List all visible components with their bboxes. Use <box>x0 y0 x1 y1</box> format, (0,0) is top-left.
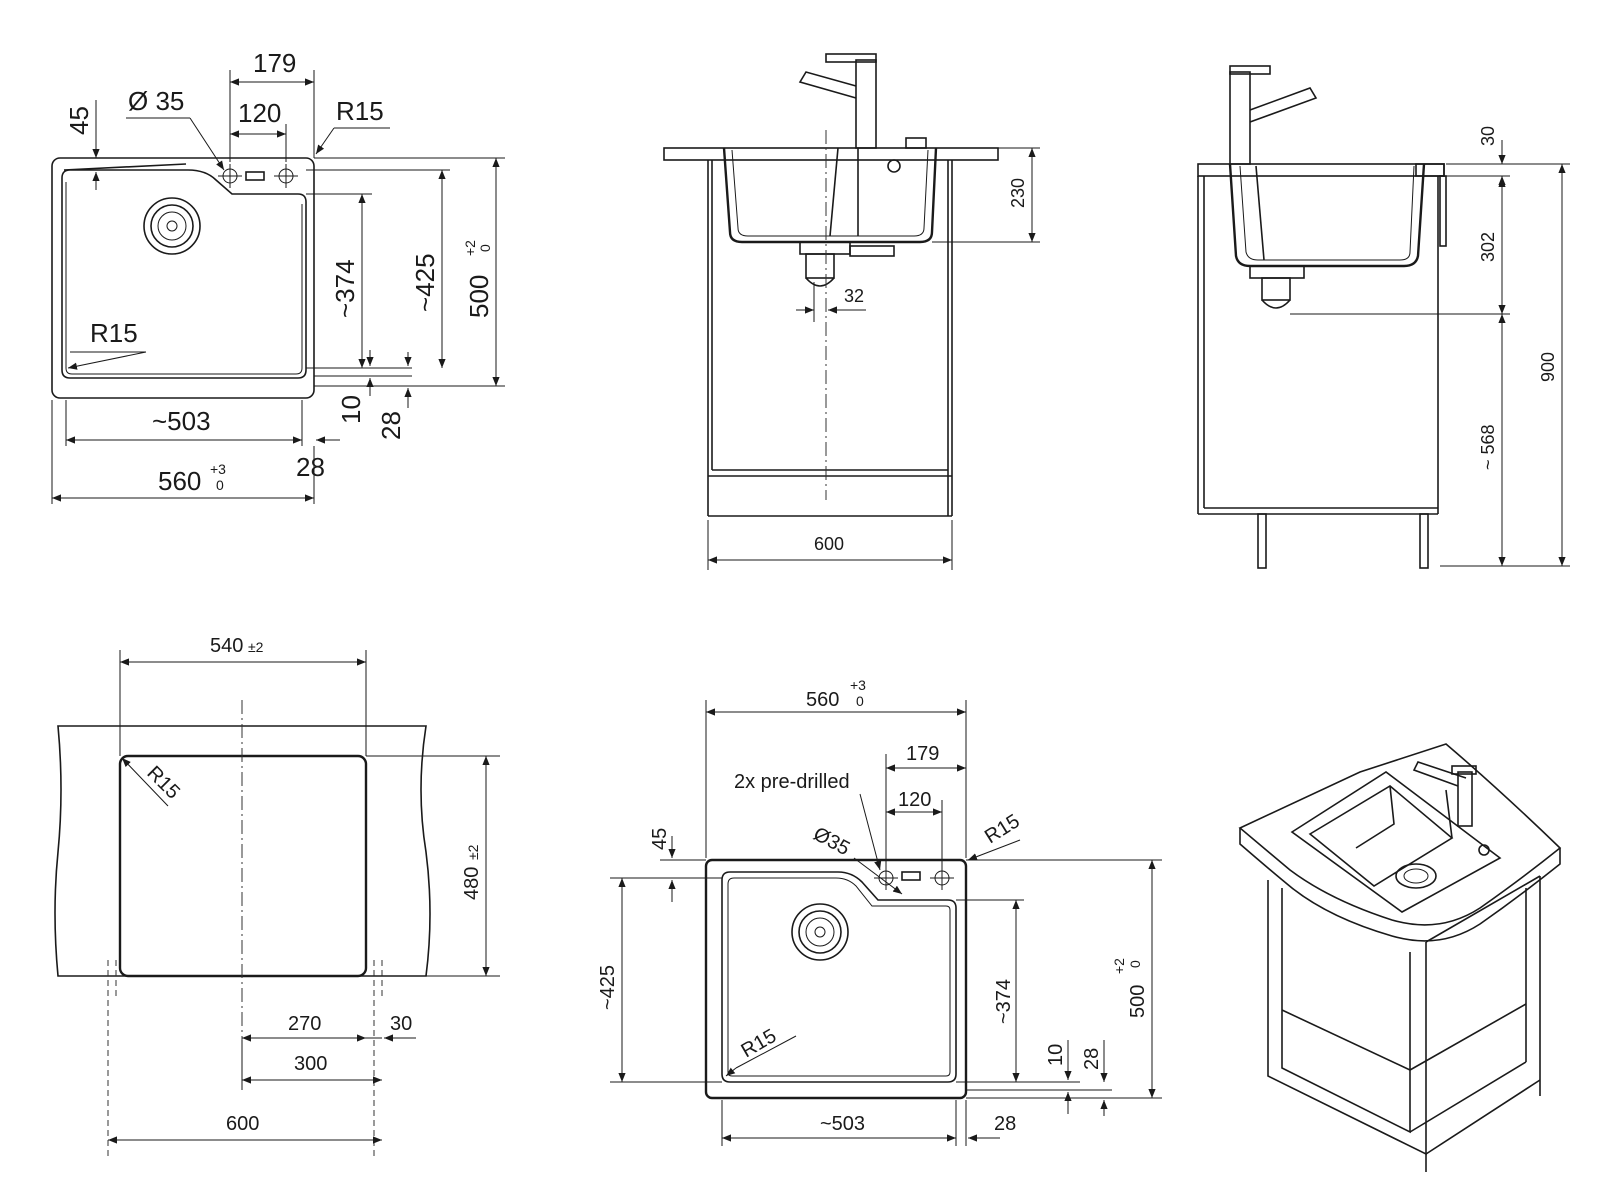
dim-560-tol-plus: +3 <box>210 461 226 477</box>
dim-374: ~374 <box>330 259 360 318</box>
dim-r15-corner: R15 <box>981 810 1024 848</box>
dim-480-tol: ±2 <box>465 844 481 860</box>
dim-28-bottom: 28 <box>994 1113 1016 1135</box>
dim-r15-bowl: R15 <box>738 1025 781 1062</box>
dim-120: 120 <box>238 98 281 128</box>
sink-rim <box>1290 771 1502 913</box>
faucet <box>1229 65 1318 165</box>
dim-900: 900 <box>1538 352 1558 382</box>
dim-45: 45 <box>64 106 94 135</box>
dim-270: 270 <box>288 1013 321 1035</box>
top-view-detail: 560 +3 0 179 120 2x pre-drilled Ø35 R15 … <box>597 677 1162 1146</box>
dim-425: ~425 <box>410 253 440 312</box>
countertop <box>663 147 999 161</box>
cabinet-body <box>1267 880 1427 1156</box>
countertop <box>1197 163 1445 177</box>
countertop-top <box>1238 743 1562 926</box>
dim-500-tol-plus: +2 <box>462 240 478 256</box>
dim-r15-bowl: R15 <box>90 318 138 348</box>
dim-r15-corner: R15 <box>336 96 384 126</box>
tap-hole-right <box>930 866 954 890</box>
tap-hole-left <box>218 164 242 188</box>
isometric-view <box>1238 743 1562 1172</box>
tap-hole-left <box>874 866 898 890</box>
dim-120: 120 <box>898 789 931 811</box>
dim-28-side: 28 <box>376 411 406 440</box>
tap-hole-right <box>274 164 298 188</box>
dim-500: 500 <box>1127 985 1149 1018</box>
faucet <box>798 53 877 149</box>
dim-500-tol-minus: 0 <box>477 244 493 252</box>
waste-fitting <box>799 241 895 287</box>
dim-302: 302 <box>1478 232 1498 262</box>
dim-30: 30 <box>390 1013 412 1035</box>
dim-540-tol: ±2 <box>248 639 264 655</box>
dim-560-tol-plus: +3 <box>850 677 866 693</box>
side-section-view: 30 302 ~ 568 900 <box>1197 65 1570 569</box>
drain-strainer <box>143 197 201 255</box>
bowl-outline <box>721 871 957 1083</box>
dim-560-tol-minus: 0 <box>856 693 864 709</box>
front-section-view: 230 32 600 <box>663 53 1040 570</box>
dim-425: ~425 <box>597 965 619 1010</box>
dim-10: 10 <box>336 395 366 424</box>
overflow-slot <box>901 871 921 881</box>
drain-strainer <box>1395 863 1437 889</box>
dim-500: 500 <box>464 275 494 318</box>
dim-45: 45 <box>649 828 671 850</box>
dim-560: 560 <box>806 689 839 711</box>
overflow-slot <box>245 171 265 181</box>
dim-28-side: 28 <box>1081 1048 1103 1070</box>
dim-560: 560 <box>158 466 201 496</box>
waste-fitting <box>1249 265 1305 309</box>
dim-568: ~ 568 <box>1478 424 1498 470</box>
cutout-opening <box>118 754 368 978</box>
label-pre-drilled: 2x pre-drilled <box>734 771 850 793</box>
dim-500-tol-plus: +2 <box>1111 958 1127 974</box>
dim-374: ~374 <box>993 979 1015 1024</box>
dim-diameter-35: Ø35 <box>810 823 854 860</box>
dim-540: 540 <box>210 635 243 657</box>
sink-outline <box>51 157 315 399</box>
dim-503: ~503 <box>820 1113 865 1135</box>
dim-503: ~503 <box>152 406 211 436</box>
dim-600: 600 <box>226 1113 259 1135</box>
dim-32: 32 <box>844 286 864 306</box>
dim-179: 179 <box>906 743 939 765</box>
dim-30: 30 <box>1478 126 1498 146</box>
dim-480: 480 <box>461 867 483 900</box>
dim-560-tol-minus: 0 <box>216 477 224 493</box>
dim-diameter-35: Ø 35 <box>128 86 184 116</box>
top-view: 179 120 Ø 35 R15 45 ~374 ~425 500 +2 0 R… <box>51 48 505 504</box>
dim-500-tol-minus: 0 <box>1127 960 1143 968</box>
dim-10: 10 <box>1045 1044 1067 1066</box>
drain-strainer <box>791 903 849 961</box>
dim-179: 179 <box>253 48 296 78</box>
cutout-plan-view: 540 ±2 R15 480 ±2 270 30 300 600 <box>54 635 500 1156</box>
dim-600: 600 <box>814 534 844 554</box>
faucet <box>1412 761 1477 827</box>
dim-r15: R15 <box>142 762 184 804</box>
bowl-section <box>1228 163 1426 268</box>
dim-300: 300 <box>294 1053 327 1075</box>
dim-28-bottom: 28 <box>296 452 325 482</box>
dim-230: 230 <box>1008 178 1028 208</box>
sink-outline <box>704 858 968 1100</box>
